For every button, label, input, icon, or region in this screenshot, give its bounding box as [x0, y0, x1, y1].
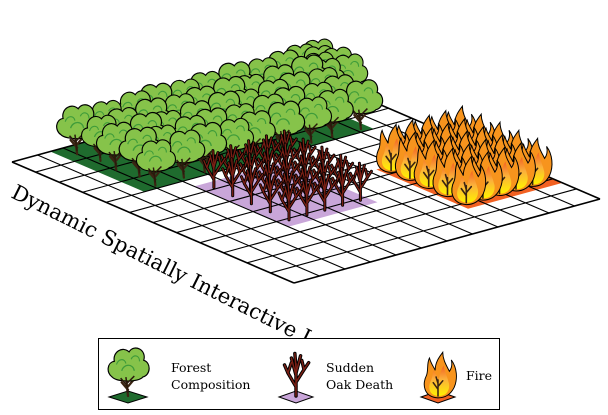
legend-fire-line1: Fire	[466, 368, 493, 383]
legend-forest-line2: Composition	[171, 377, 251, 392]
grid-line	[270, 188, 577, 274]
legend-forest-line1: Forest	[171, 360, 212, 375]
legend-sod-line1: Sudden	[326, 360, 375, 375]
grid-line	[293, 198, 601, 284]
legend-fire-icon	[419, 351, 458, 404]
legend-forest-icon	[106, 346, 151, 404]
legend-sod-icon	[277, 351, 315, 404]
legend-forest-label: Forest Composition	[171, 359, 250, 393]
legend-sod-line2: Oak Death	[326, 377, 394, 392]
legend-fire-label: Fire	[466, 367, 492, 384]
landscape-symbols	[55, 37, 553, 222]
legend: Forest Composition Sudden Oak Death Fire	[98, 338, 500, 410]
legend-sod-label: Sudden Oak Death	[326, 359, 393, 393]
